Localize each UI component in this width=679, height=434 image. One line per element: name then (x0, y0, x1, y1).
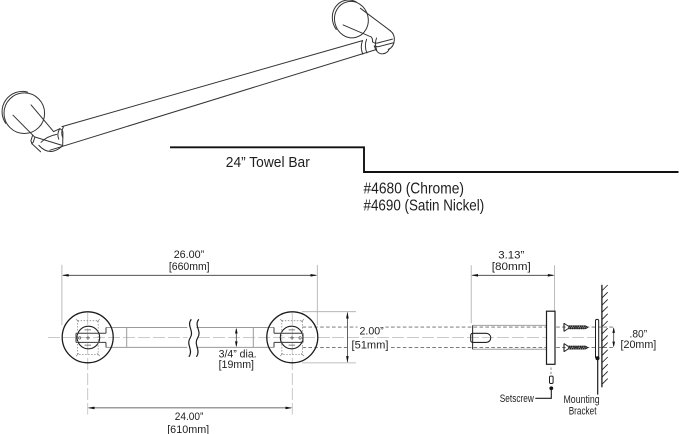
svg-text:[51mm]: [51mm] (352, 339, 389, 351)
svg-text:#4680 (Chrome): #4680 (Chrome) (364, 181, 465, 198)
svg-text:[80mm]: [80mm] (492, 261, 531, 273)
svg-text:.80”: .80” (630, 329, 648, 341)
svg-text:3.13”: 3.13” (498, 249, 524, 261)
svg-text:24.00”: 24.00” (175, 411, 204, 423)
svg-text:Setscrew: Setscrew (500, 393, 534, 405)
svg-text:[20mm]: [20mm] (621, 339, 657, 351)
svg-text:Mounting: Mounting (564, 394, 600, 406)
svg-text:2.00”: 2.00” (360, 326, 385, 338)
svg-text:3/4” dia.: 3/4” dia. (219, 349, 257, 361)
svg-text:Bracket: Bracket (569, 406, 597, 418)
svg-text:[19mm]: [19mm] (219, 359, 254, 371)
svg-text:[610mm]: [610mm] (167, 424, 209, 434)
svg-text:24” Towel Bar: 24” Towel Bar (226, 155, 310, 171)
svg-text:#4690 (Satin Nickel): #4690 (Satin Nickel) (364, 198, 485, 215)
svg-text:[660mm]: [660mm] (169, 261, 210, 273)
svg-text:26.00”: 26.00” (174, 249, 205, 261)
